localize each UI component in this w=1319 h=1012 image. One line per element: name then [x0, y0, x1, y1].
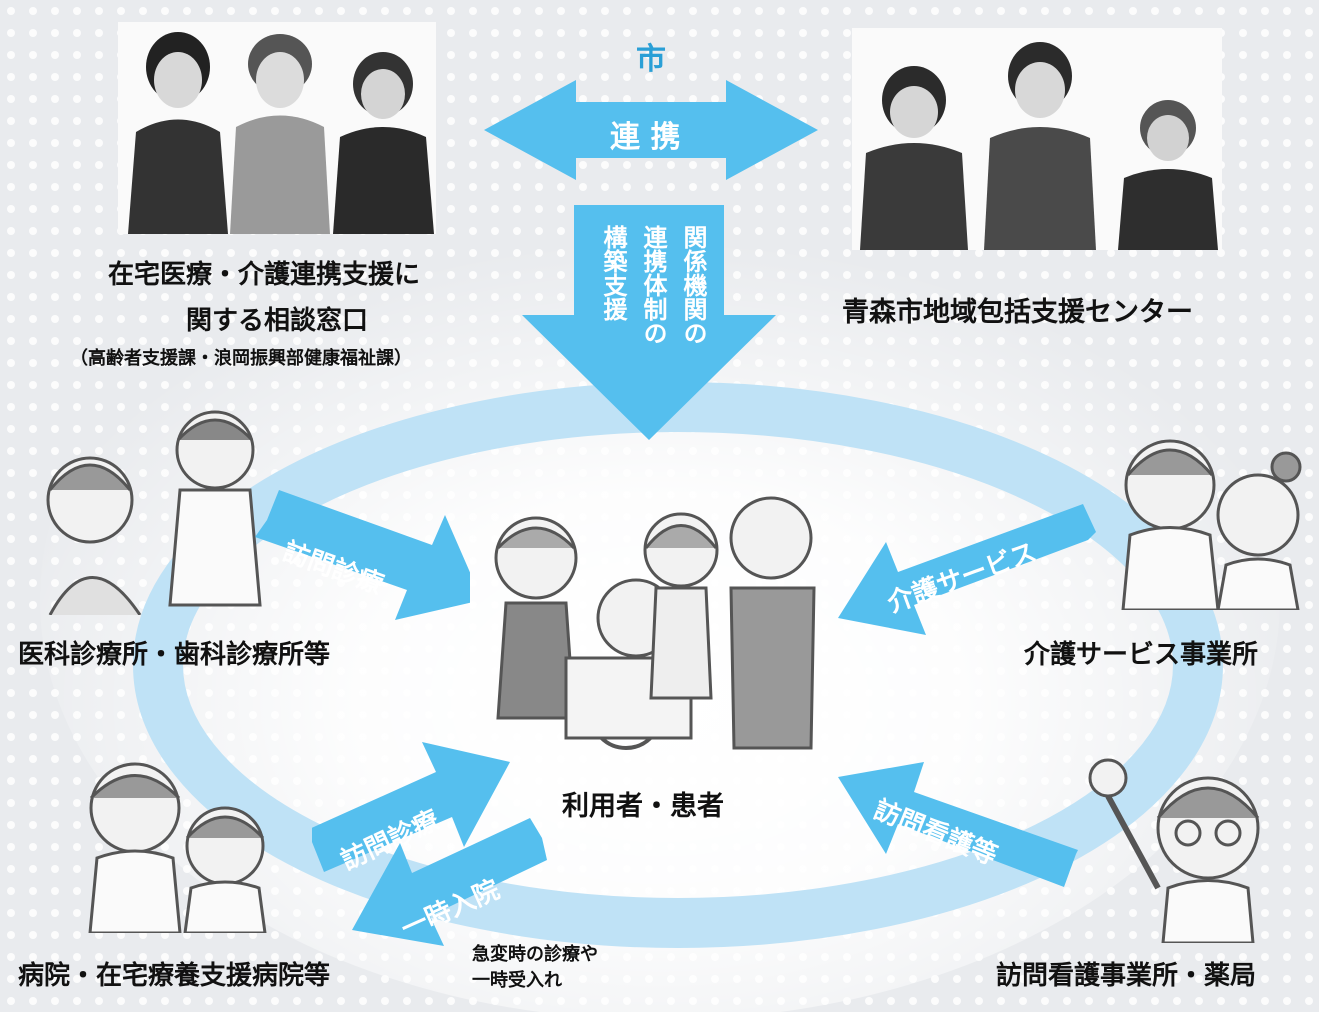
care-service-office-label: 介護サービス事業所	[1024, 640, 1259, 670]
consult-staff-photo	[118, 22, 436, 234]
consult-window-line2: 関する相談窓口	[186, 306, 369, 336]
hospital-staff-illustration	[88, 762, 267, 933]
consult-window-line1: 在宅医療・介護連携支援に	[108, 260, 421, 290]
link-label: 連 携	[610, 120, 681, 155]
arrow-care-service	[838, 504, 1096, 635]
patient-label: 利用者・患者	[562, 791, 724, 822]
support-down-arrow	[522, 205, 776, 440]
care-workers-illustration	[1121, 439, 1302, 610]
emergency-note-line2: 一時受入れ	[472, 970, 562, 991]
support-line-3: 構築支援	[599, 225, 627, 321]
support-center-staff-photo	[852, 28, 1222, 250]
city-label: 市	[636, 42, 666, 77]
emergency-note-line1: 急変時の診療や	[472, 944, 598, 965]
arrow-temp-admission	[352, 818, 547, 946]
support-line-2: 連携体制の	[639, 225, 667, 345]
clinic-label: 医科診療所・歯科診療所等	[18, 640, 331, 670]
arrow-visit-nursing	[838, 762, 1078, 887]
hospital-label: 病院・在宅療養支援病院等	[18, 961, 331, 991]
consult-window-sub: （高齢者支援課・浪岡振興部健康福祉課）	[70, 348, 412, 369]
patients-family-illustration	[494, 496, 816, 750]
link-double-arrow	[484, 80, 818, 180]
support-center-title: 青森市地域包括支援センター	[842, 297, 1193, 328]
doctor-dentist-illustration	[46, 410, 262, 615]
arrow-visit-medical-1	[255, 490, 470, 620]
nursing-pharmacy-label: 訪問看護事業所・薬局	[996, 961, 1257, 991]
support-line-1: 関係機関の	[679, 225, 707, 345]
visiting-nurse-illustration	[1088, 758, 1260, 943]
arrow-visit-medical-2	[312, 742, 510, 872]
